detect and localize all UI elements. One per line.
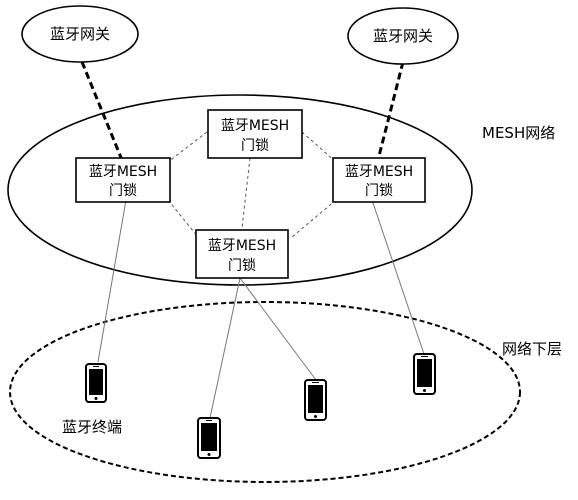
gateway-left-ellipse xyxy=(21,5,139,63)
door-lock-bottom-line1: 蓝牙MESH xyxy=(208,238,276,254)
door-lock-top: 蓝牙MESH 门锁 xyxy=(207,109,303,159)
door-lock-left-line2: 门锁 xyxy=(109,183,137,199)
terminal-link-left xyxy=(97,199,127,363)
mesh-network-label: MESH网络 xyxy=(482,124,555,142)
mesh-link-right-bottom xyxy=(291,199,337,238)
lower-network-ellipse xyxy=(9,301,521,483)
terminal-links xyxy=(97,199,425,419)
door-lock-top-line2: 门锁 xyxy=(241,138,269,154)
door-lock-left-line1: 蓝牙MESH xyxy=(89,164,157,180)
terminal-link-right xyxy=(371,199,425,355)
mesh-links xyxy=(167,131,337,238)
gateway-left-link xyxy=(80,61,124,161)
door-lock-bottom-box xyxy=(195,229,289,279)
gateway-left: 蓝牙网关 xyxy=(21,5,139,63)
mesh-link-top-right xyxy=(301,131,337,163)
phone-icon xyxy=(85,363,107,403)
door-lock-top-line1: 蓝牙MESH xyxy=(221,118,289,134)
mesh-link-top-bottom xyxy=(241,157,251,229)
door-lock-right: 蓝牙MESH 门锁 xyxy=(332,157,426,203)
door-lock-left: 蓝牙MESH 门锁 xyxy=(75,157,171,203)
gateway-right-ellipse xyxy=(347,7,459,65)
gateway-right: 蓝牙网关 xyxy=(347,7,459,65)
door-lock-bottom-line2: 门锁 xyxy=(228,258,256,274)
phone-icon xyxy=(413,353,436,395)
phone-icon xyxy=(197,417,221,459)
phone-icon xyxy=(304,379,327,421)
lower-network-label: 网络下层 xyxy=(502,340,562,358)
door-lock-right-line1: 蓝牙MESH xyxy=(345,164,413,180)
terminal-link-bottom-a xyxy=(209,277,241,419)
mesh-network-ellipse xyxy=(7,94,473,286)
door-lock-right-box xyxy=(332,157,426,203)
gateway-right-label: 蓝牙网关 xyxy=(373,27,433,45)
mesh-link-top-left xyxy=(167,131,208,163)
door-lock-left-box xyxy=(75,157,171,203)
door-lock-bottom: 蓝牙MESH 门锁 xyxy=(195,229,289,279)
gateway-left-label: 蓝牙网关 xyxy=(50,25,110,43)
gateway-right-link xyxy=(376,61,405,161)
terminal-label: 蓝牙终端 xyxy=(62,418,122,436)
mesh-link-left-bottom xyxy=(167,199,199,238)
door-lock-top-box xyxy=(207,109,303,159)
door-lock-right-line2: 门锁 xyxy=(365,183,393,199)
terminal-link-bottom-b xyxy=(239,277,317,381)
